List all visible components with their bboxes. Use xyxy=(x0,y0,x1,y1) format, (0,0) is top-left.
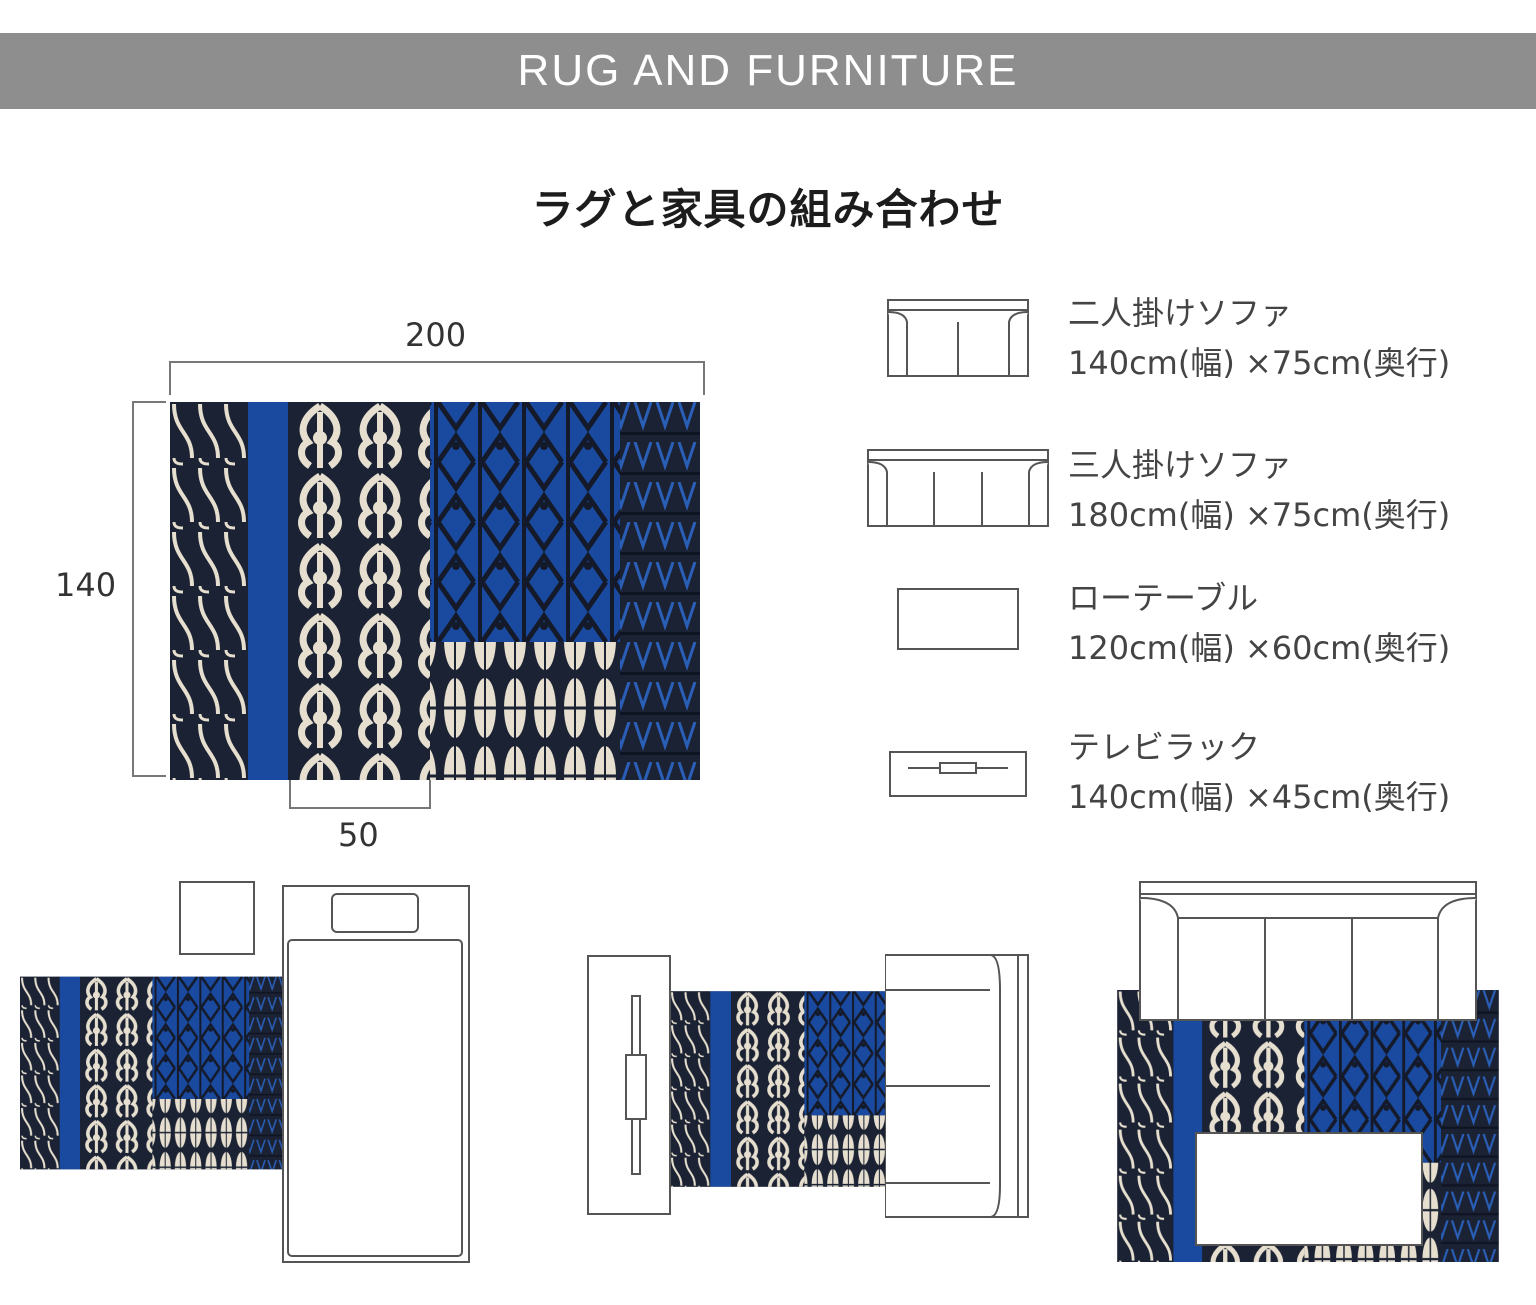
layout-example-sofa-table xyxy=(1117,881,1499,1262)
layout-example-bed xyxy=(20,881,470,1263)
rug-band-label: 50 xyxy=(338,816,379,854)
tv-rack-icon xyxy=(889,751,1027,797)
tv-rack-icon xyxy=(587,955,671,1215)
bed-icon xyxy=(282,885,470,1263)
sofa-icon xyxy=(867,449,1049,527)
legend-item-lowtable-name: ローテーブル xyxy=(1068,579,1259,617)
main-rug-diagram xyxy=(132,361,705,809)
legend-item-tvrack-size: 140cm(幅) ×45cm(奥行) xyxy=(1068,778,1451,816)
legend-item-loveseat-name: 二人掛けソファ xyxy=(1068,294,1293,332)
layout-example-sofa-tv xyxy=(587,954,1029,1218)
rug-image xyxy=(170,402,700,780)
low-table-icon xyxy=(1195,1132,1423,1246)
legend-item-lowtable-size: 120cm(幅) ×60cm(奥行) xyxy=(1068,629,1451,667)
legend-item-loveseat-size: 140cm(幅) ×75cm(奥行) xyxy=(1068,344,1451,382)
depth-dimension-line xyxy=(132,401,166,777)
header-title: RUG AND FURNITURE xyxy=(517,46,1019,95)
header-banner: RUG AND FURNITURE xyxy=(0,33,1536,109)
band-dimension-line xyxy=(289,780,431,809)
loveseat-icon xyxy=(885,954,1029,1218)
width-dimension-line xyxy=(169,361,705,395)
rug-depth-label: 140 xyxy=(55,566,117,604)
legend-item-sofa-name: 三人掛けソファ xyxy=(1068,446,1293,484)
page-subtitle: ラグと家具の組み合わせ xyxy=(531,185,1005,234)
legend-item-sofa-size: 180cm(幅) ×75cm(奥行) xyxy=(1068,496,1451,534)
nightstand-icon xyxy=(179,881,255,955)
rug-width-label: 200 xyxy=(405,316,467,354)
legend-item-tvrack-name: テレビラック xyxy=(1068,728,1261,766)
loveseat-icon xyxy=(887,299,1029,377)
sofa-icon xyxy=(1139,881,1477,1021)
low-table-icon xyxy=(897,588,1019,650)
legend-icons xyxy=(867,299,1049,797)
